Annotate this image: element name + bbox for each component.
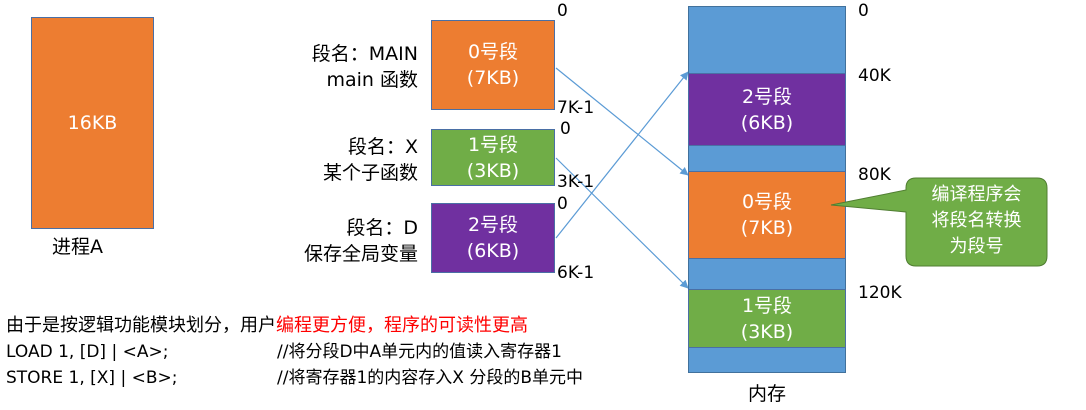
segment-1-box: 1号段 (3KB): [431, 129, 555, 186]
memory-address-40k: 40K: [858, 66, 891, 86]
arrow-seg0-to-mem: [555, 67, 689, 176]
process-size: 16KB: [67, 112, 118, 134]
arrow-seg2-to-mem: [555, 71, 689, 239]
memory-block-seg1: 1号段 (3KB): [688, 289, 846, 348]
memory-block-seg2: 2号段 (6KB): [688, 73, 846, 146]
note-line-1: 由于是按逻辑功能模块划分，用户编程更方便，程序的可读性更高: [6, 315, 528, 336]
memory-block-seg0: 0号段 (7KB): [688, 171, 846, 259]
arrow-seg1-to-mem: [555, 157, 689, 289]
segment-2-start: 0: [557, 194, 568, 214]
segment-1-end: 3K-1: [557, 172, 595, 192]
note-highlight: 编程更方便，程序的可读性更高: [276, 315, 528, 336]
segment-2-box: 2号段 (6KB): [431, 203, 555, 273]
process-block: 16KB: [31, 17, 154, 229]
store-code: STORE 1, [X] | <B>;: [6, 368, 178, 388]
callout-text: 编译程序会 将段名转换 为段号: [931, 184, 1022, 257]
load-comment: //将分段D中A单元内的值读入寄存器1: [277, 342, 562, 362]
segment-1-name: 段名：X 某个子函数: [322, 136, 418, 184]
memory-address-120k: 120K: [858, 283, 902, 303]
memory-address-0: 0: [858, 1, 869, 21]
process-name: 进程A: [52, 236, 103, 258]
segment-0-name: 段名：MAIN main 函数: [311, 43, 418, 91]
segment-0-end: 7K-1: [557, 98, 595, 118]
segment-2-name: 段名：D 保存全局变量: [303, 217, 418, 265]
segment-0-start: 0: [557, 1, 568, 21]
segment-1-start: 0: [560, 119, 571, 139]
memory-address-80k: 80K: [858, 165, 891, 185]
store-comment: //将寄存器1的内容存入X 分段的B单元中: [277, 368, 583, 388]
segment-0-box: 0号段 (7KB): [431, 20, 555, 110]
memory-label: 内存: [748, 383, 787, 405]
load-code: LOAD 1, [D] | <A>;: [6, 342, 169, 362]
segment-2-end: 6K-1: [557, 263, 595, 283]
